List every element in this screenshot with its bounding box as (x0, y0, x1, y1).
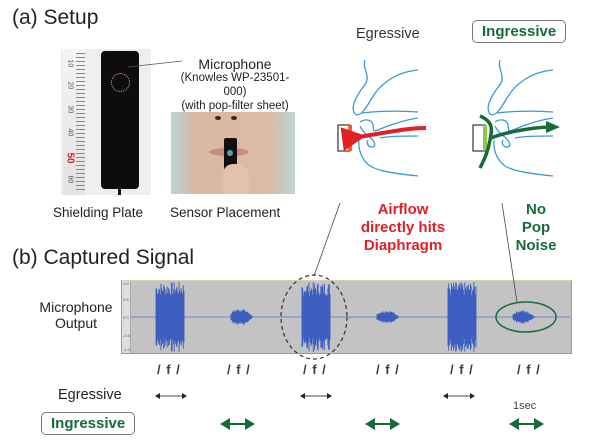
ylabel-line: Output (54, 315, 98, 331)
phoneme-label: / f / (450, 362, 474, 377)
ingressive-airflow-arrowhead (546, 121, 560, 133)
cable (118, 189, 121, 195)
ingressive-burst (512, 310, 536, 324)
shielding-plate-photo: 10 20 30 40 50 60 (61, 49, 151, 195)
phoneme-label: / f / (227, 362, 251, 377)
egressive-highlight-ellipse (280, 274, 348, 360)
axis-tick: 0.5 (123, 297, 129, 302)
ingressive-bypass-flow (478, 114, 494, 169)
microphone-title: Microphone (198, 56, 272, 72)
egressive-heading: Egressive (356, 26, 420, 42)
egressive-leader-line (313, 202, 341, 277)
egressive-row-label: Egressive (58, 387, 122, 403)
ingressive-burst (230, 309, 254, 325)
ylabel-line: Microphone (39, 299, 113, 315)
ingressive-diaphragm (483, 125, 487, 151)
phoneme-label: / f / (376, 362, 400, 377)
waveform (131, 282, 570, 352)
axis-tick: 1.0 (123, 281, 129, 286)
microphone-model: (Knowles WP-23501-000) (180, 72, 290, 98)
microphone-marker-circle (111, 73, 130, 92)
egressive-vocal-tract (352, 59, 419, 177)
setup-title: (a) Setup (12, 6, 99, 29)
note-line: Airflow (377, 201, 429, 218)
egressive-burst (155, 282, 185, 352)
microphone-leader-line (127, 60, 183, 68)
axis-tick: -0.5 (123, 333, 130, 338)
egressive-burst (301, 282, 331, 352)
egressive-airflow-arrow (340, 126, 427, 152)
shielding-plate-caption: Shielding Plate (53, 205, 144, 220)
ingressive-note: No Pop Noise (506, 201, 566, 255)
microphone-label: Microphone (Knowles WP-23501-000) (with … (170, 57, 300, 113)
axis-tick: -1.0 (123, 347, 130, 352)
sensor-placement-caption: Sensor Placement (170, 205, 281, 220)
ingressive-heading: Ingressive (472, 20, 567, 43)
ingressive-vocal-tract (487, 59, 554, 177)
sensor-placement-photo (171, 112, 295, 194)
phoneme-label: / f / (303, 362, 327, 377)
phoneme-label: / f / (517, 362, 541, 377)
ingressive-highlight-ellipse (495, 301, 557, 333)
ingressive-leader-line (501, 202, 518, 303)
note-line: Diaphragm (363, 237, 443, 254)
microphone-note: (with pop-filter sheet) (181, 100, 289, 112)
egressive-burst (447, 282, 477, 352)
ingressive-row-label: Ingressive (41, 412, 136, 435)
phoneme-label: / f / (157, 362, 181, 377)
ingressive-burst (376, 311, 400, 323)
ruler (63, 49, 85, 195)
waveform-axis (122, 281, 131, 353)
note-line: directly hits (360, 219, 446, 236)
egressive-diaphragm (348, 125, 352, 151)
ingressive-airflow-line (490, 125, 549, 140)
note-line: No (526, 201, 546, 218)
note-line: Pop (521, 219, 551, 236)
scale-label: 1sec (513, 400, 537, 412)
signal-title: (b) Captured Signal (12, 246, 195, 269)
microphone-output-label: Microphone Output (36, 299, 116, 331)
egressive-note: Airflow directly hits Diaphragm (348, 201, 458, 255)
axis-tick: 0.0 (123, 315, 129, 320)
note-line: Noise (515, 237, 557, 254)
